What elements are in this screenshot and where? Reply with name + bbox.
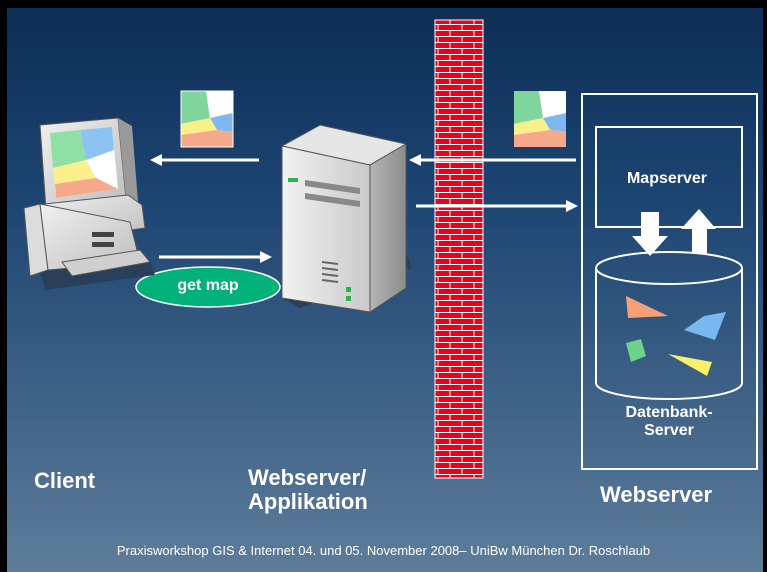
- db-arrow-down: [632, 212, 668, 256]
- client-computer-icon: [23, 117, 155, 290]
- get-map-label: get map: [177, 277, 239, 294]
- top-border: [0, 0, 767, 8]
- webapp-server-icon: [280, 124, 412, 313]
- mapserver-label: Mapserver: [626, 170, 708, 187]
- footer-text: Praxisworkshop GIS & Internet 04. und 05…: [116, 543, 651, 558]
- webserver-application-label: Webserver/ Applikation: [248, 466, 408, 514]
- arrow-webapp-to-webserver: [416, 200, 578, 212]
- client-label: Client: [34, 468, 96, 493]
- database-server-label: Datenbank-Server: [596, 404, 742, 440]
- mapserver-box: [595, 126, 743, 228]
- webserver-box: [581, 93, 758, 470]
- arrow-webserver-to-webapp: [409, 154, 576, 166]
- webserver-label: Webserver: [600, 482, 713, 507]
- webserver-application-text: Webserver/ Applikation: [248, 465, 368, 514]
- arrow-webapp-to-client: [150, 154, 259, 166]
- left-border: [0, 0, 7, 572]
- map-thumbnail-icon: [514, 91, 566, 147]
- db-arrow-up: [681, 209, 716, 254]
- arrow-client-to-webapp: [159, 251, 272, 263]
- right-border: [763, 0, 767, 572]
- firewall-wall: [434, 19, 484, 479]
- database-cylinder: [595, 251, 743, 400]
- map-thumbnail-icon: [180, 90, 234, 148]
- get-map-badge: [135, 266, 281, 308]
- database-server-text: Datenbank-Server: [625, 404, 713, 439]
